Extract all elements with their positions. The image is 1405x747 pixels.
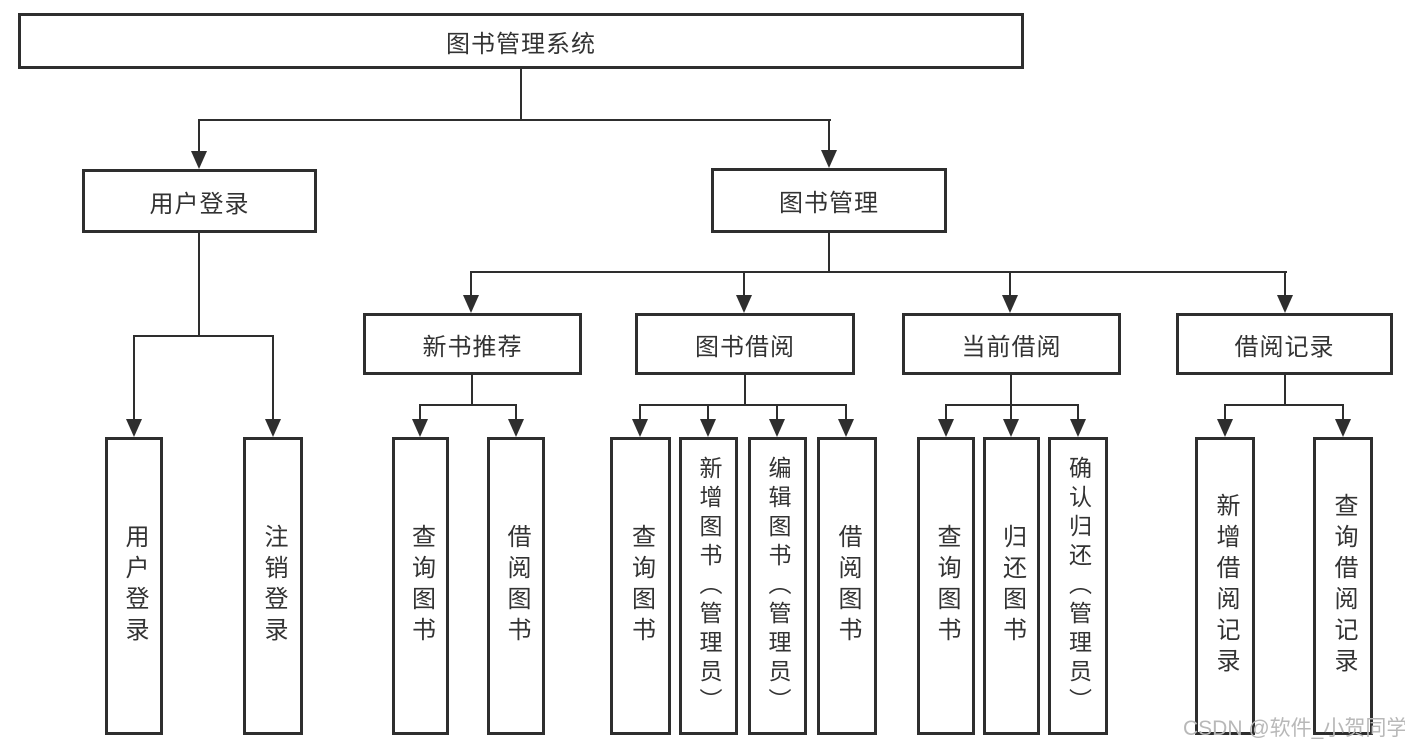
node-book-management: 图书管理 [711,168,947,233]
connector-line [707,404,709,423]
connector-line [1077,404,1079,423]
arrowhead-down-icon [838,419,854,437]
connector-line [471,375,473,406]
connector-line [743,271,745,299]
connector-line [1009,271,1011,299]
connector-line [1342,404,1344,423]
arrowhead-down-icon [1070,419,1086,437]
connector-line [419,404,517,406]
connector-line [199,119,831,121]
connector-line [945,404,947,423]
node-book-management-label: 图书管理 [779,190,879,217]
leaf-br-query-record-label: 查询借阅记录 [1330,493,1357,679]
arrowhead-down-icon [265,419,281,437]
arrowhead-down-icon [769,419,785,437]
leaf-bb-query-books: 查询图书 [610,437,671,735]
leaf-bb-query-books-label: 查询图书 [627,524,655,648]
leaf-cb-confirm-return-admin-label: 确认归还（管理员） [1065,455,1092,717]
node-user-login: 用户登录 [82,169,317,233]
connector-line [470,271,472,299]
connector-line [272,335,274,423]
connector-line [133,335,135,423]
node-current-borrow: 当前借阅 [902,313,1121,375]
leaf-cb-query-books: 查询图书 [917,437,975,735]
leaf-br-add-record-label: 新增借阅记录 [1212,493,1239,679]
arrowhead-down-icon [463,295,479,313]
arrowhead-down-icon [508,419,524,437]
leaf-cb-return-books: 归还图书 [983,437,1040,735]
leaf-logout: 注销登录 [243,437,303,735]
leaf-nb-query-books-label: 查询图书 [407,524,435,648]
arrowhead-down-icon [821,150,837,168]
arrowhead-down-icon [191,151,207,169]
connector-line [828,119,830,154]
arrowhead-down-icon [632,419,648,437]
connector-line [133,335,274,337]
connector-line [515,404,517,423]
connector-line [198,119,200,155]
leaf-user-login-label: 用户登录 [121,524,148,648]
node-library-system: 图书管理系统 [18,13,1024,69]
node-library-system-label: 图书管理系统 [446,30,596,58]
leaf-user-login: 用户登录 [105,437,163,735]
node-current-borrow-label: 当前借阅 [961,333,1062,361]
arrowhead-down-icon [1002,295,1018,313]
connector-line [1284,375,1286,406]
connector-line [1010,404,1012,423]
connector-line [1010,375,1012,406]
leaf-nb-borrow-books: 借阅图书 [487,437,545,735]
leaf-nb-borrow-books-label: 借阅图书 [503,524,530,648]
leaf-nb-query-books: 查询图书 [392,437,449,735]
arrowhead-down-icon [1335,419,1351,437]
arrowhead-down-icon [1003,419,1019,437]
connector-line [1224,404,1344,406]
leaf-logout-label: 注销登录 [260,524,287,648]
connector-line [828,233,830,273]
leaf-bb-add-books-admin-label: 新增图书（管理员） [696,455,722,717]
connector-line [639,404,641,423]
connector-line [1224,404,1226,423]
leaf-br-query-record: 查询借阅记录 [1313,437,1373,735]
arrowhead-down-icon [1217,419,1233,437]
leaf-bb-edit-books-admin: 编辑图书（管理员） [748,437,807,735]
leaf-cb-query-books-label: 查询图书 [933,524,960,648]
connector-line [744,375,746,406]
node-book-borrow: 图书借阅 [635,313,855,375]
arrowhead-down-icon [412,419,428,437]
connector-line [419,404,421,423]
arrowhead-down-icon [938,419,954,437]
node-borrow-records-label: 借阅记录 [1234,333,1335,361]
connector-line [470,271,1287,273]
node-new-book-recommend-label: 新书推荐 [422,333,523,361]
leaf-cb-confirm-return-admin: 确认归还（管理员） [1048,437,1108,735]
node-new-book-recommend: 新书推荐 [363,313,582,375]
arrowhead-down-icon [700,419,716,437]
connector-line [639,404,847,406]
connector-line [520,68,522,121]
leaf-bb-borrow-books: 借阅图书 [817,437,877,735]
connector-line [945,404,1079,406]
arrowhead-down-icon [1277,295,1293,313]
node-book-borrow-label: 图书借阅 [695,333,795,361]
connector-line [1284,271,1286,299]
leaf-br-add-record: 新增借阅记录 [1195,437,1255,735]
connector-line [776,404,778,423]
node-user-login-label: 用户登录 [149,190,250,218]
leaf-bb-borrow-books-label: 借阅图书 [834,524,861,648]
leaf-bb-add-books-admin: 新增图书（管理员） [679,437,738,735]
connector-line [198,233,200,337]
arrowhead-down-icon [736,295,752,313]
leaf-cb-return-books-label: 归还图书 [998,524,1026,648]
node-borrow-records: 借阅记录 [1176,313,1393,375]
leaf-bb-edit-books-admin-label: 编辑图书（管理员） [765,455,791,717]
arrowhead-down-icon [126,419,142,437]
watermark: CSDN @软件_小贺同学 [1183,717,1405,740]
connector-line [845,404,847,423]
